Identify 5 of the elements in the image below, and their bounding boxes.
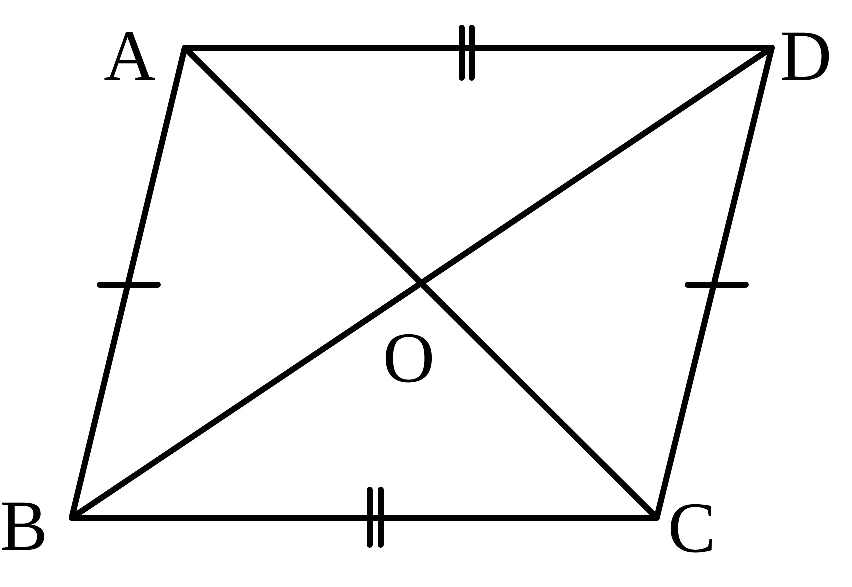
vertex-label: A <box>104 20 156 92</box>
vertex-label: D <box>780 20 832 92</box>
vertex-label: O <box>383 322 435 394</box>
vertex-label: C <box>668 492 716 564</box>
vertex-label: B <box>0 490 48 562</box>
